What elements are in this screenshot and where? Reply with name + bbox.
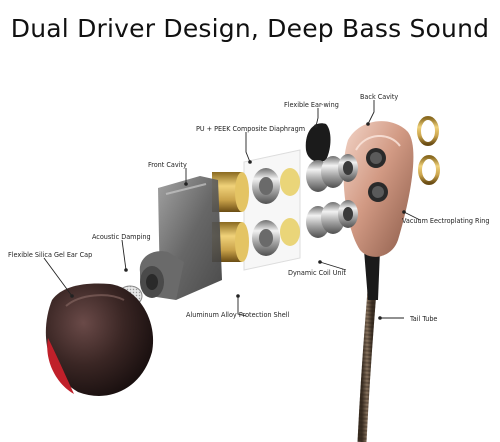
leader-dots: [70, 122, 406, 320]
dynamic-coil-unit-lower: [306, 200, 358, 238]
label-protection-shell: Aluminum Alloy Protection Shell: [186, 310, 290, 319]
label-back-cavity: Back Cavity: [360, 92, 399, 101]
label-tail-tube: Tail Tube: [410, 314, 438, 323]
dynamic-coil-unit-upper: [306, 154, 358, 192]
label-vacuum-ring: Vacuum Eectroplating Ring: [402, 216, 490, 225]
composite-diaphragm: [243, 149, 301, 271]
page-title: Dual Driver Design, Deep Bass Sound: [10, 14, 490, 43]
label-ear-cap: Flexible Silica Gel Ear Cap: [8, 250, 93, 259]
back-cavity: [343, 121, 414, 257]
aluminum-alloy-protection-shell: [212, 172, 249, 262]
label-flexible-ear-wing: Flexible Ear-wing: [284, 100, 339, 109]
flexible-ear-wing: [305, 123, 331, 162]
label-front-cavity: Front Cavity: [148, 160, 187, 169]
cable: [357, 289, 377, 442]
vacuum-electroplating-ring: [417, 116, 440, 185]
leader-lines: [43, 100, 421, 319]
label-acoustic-damping: Acoustic Damping: [92, 232, 151, 241]
front-cavity: [139, 176, 222, 300]
label-composite-diaphragm: PU + PEEK Composite Diaphragm: [196, 124, 306, 133]
silica-gel-ear-cap: [45, 283, 154, 396]
label-dynamic-coil-unit: Dynamic Coil Unit: [288, 268, 346, 277]
